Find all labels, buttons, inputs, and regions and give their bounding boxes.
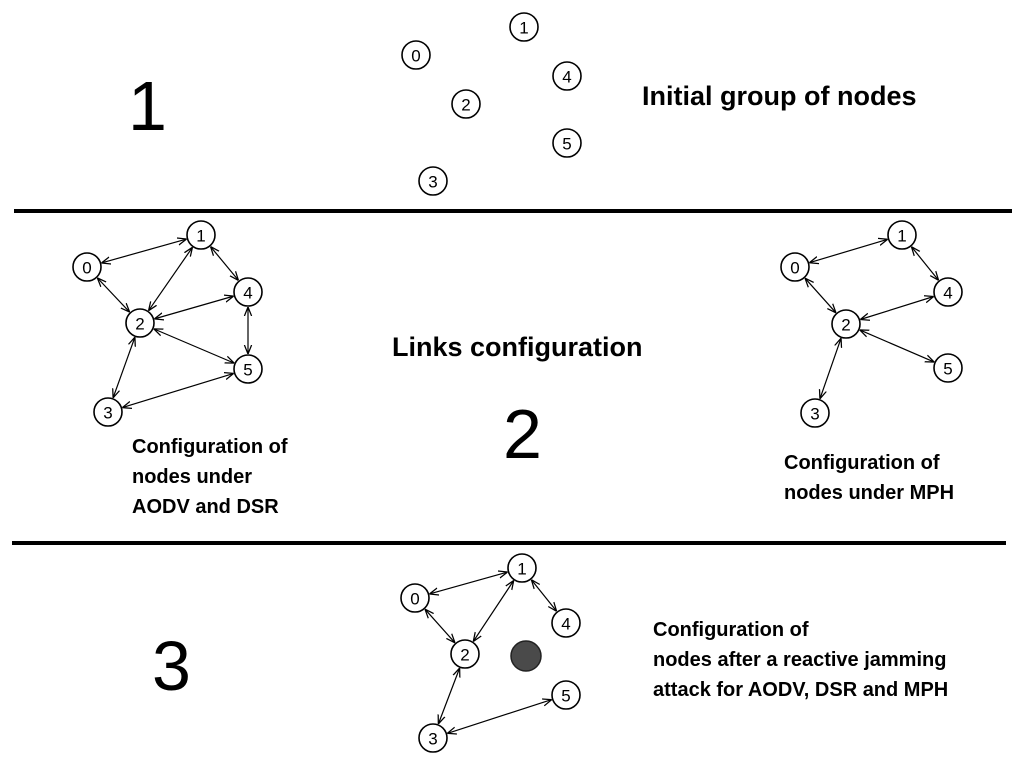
jammed-link-1-4: [531, 580, 556, 612]
jamming-caption-line-1: Configuration of: [653, 619, 809, 641]
mph-node-label-4: 4: [943, 284, 952, 303]
jammed-node-3: [418, 723, 448, 753]
links-configuration-title: Links configuration: [392, 332, 643, 362]
initial-node-label-2: 2: [461, 96, 470, 115]
jamming-caption-line-3: attack for AODV, DSR and MPH: [653, 679, 948, 701]
initial-node-0: [401, 40, 431, 70]
aodv-dsr-node-4: [233, 277, 263, 307]
aodv-dsr-node-label-2: 2: [135, 315, 144, 334]
jammed-node-5: [551, 680, 581, 710]
aodv-dsr-link-2-3: [113, 337, 135, 398]
jammed-link-2-3: [438, 668, 459, 724]
jammed-link-1-0: [429, 572, 507, 594]
mph-link-2-5: [860, 330, 934, 362]
jammed-node-label-3: 3: [428, 730, 437, 749]
aodv-dsr-node-label-0: 0: [82, 259, 91, 278]
mph-node-label-3: 3: [810, 405, 819, 424]
mph-caption-line-1: Configuration of: [784, 452, 940, 474]
initial-node-label-5: 5: [562, 135, 571, 154]
initial-node-label-4: 4: [562, 68, 571, 87]
initial-node-label-0: 0: [411, 47, 420, 66]
aodv-dsr-link-1-4: [211, 247, 239, 281]
aodv-dsr-node-1: [186, 220, 216, 250]
jammed-link-3-5: [447, 700, 551, 734]
mph-links: [805, 239, 939, 399]
initial-node-2: [451, 89, 481, 119]
jammer-node: [510, 640, 542, 672]
aodv-dsr-node-2: [125, 308, 155, 338]
mph-node-label-2: 2: [841, 316, 850, 335]
aodv-dsr-link-1-2: [149, 247, 193, 310]
post-jamming-nodes: 0 1 2 3 4 5: [400, 553, 581, 753]
aodv-dsr-node-label-4: 4: [243, 284, 252, 303]
mph-node-1: [887, 220, 917, 250]
post-jamming-links: [425, 572, 557, 733]
aodv-dsr-link-4-2: [154, 296, 233, 319]
mph-node-4: [933, 277, 963, 307]
jamming-caption-line-2: nodes after a reactive jamming: [653, 649, 946, 671]
mph-node-3: [800, 398, 830, 428]
aodv-dsr-caption-line-1: Configuration of: [132, 436, 288, 458]
jammed-node-label-0: 0: [410, 590, 419, 609]
mph-node-label-5: 5: [943, 360, 952, 379]
initial-node-label-3: 3: [428, 173, 437, 192]
jammed-node-0: [400, 583, 430, 613]
initial-node-3: [418, 166, 448, 196]
initial-group-title: Initial group of nodes: [642, 81, 916, 111]
jammed-link-1-2: [473, 581, 513, 642]
initial-node-1: [509, 12, 539, 42]
jammed-node-label-5: 5: [561, 687, 570, 706]
jammed-link-0-2: [425, 609, 455, 643]
aodv-dsr-node-label-1: 1: [196, 227, 205, 246]
aodv-dsr-node-5: [233, 354, 263, 384]
jammed-node-1: [507, 553, 537, 583]
aodv-dsr-node-3: [93, 397, 123, 427]
aodv-dsr-node-label-3: 3: [103, 404, 112, 423]
mph-node-5: [933, 353, 963, 383]
jammed-node-4: [551, 608, 581, 638]
mph-node-label-1: 1: [897, 227, 906, 246]
aodv-dsr-link-1-0: [101, 239, 186, 263]
mph-link-1-0: [809, 239, 887, 262]
aodv-dsr-node-0: [72, 252, 102, 282]
section-number-2: 2: [503, 395, 542, 473]
initial-node-5: [552, 128, 582, 158]
aodv-dsr-links: [97, 239, 248, 408]
aodv-dsr-link-3-5: [122, 373, 233, 407]
jammed-node-label-1: 1: [517, 560, 526, 579]
aodv-dsr-link-2-5: [154, 329, 234, 363]
aodv-dsr-link-0-2: [97, 278, 129, 312]
jammed-node-label-4: 4: [561, 615, 570, 634]
initial-node-label-1: 1: [519, 19, 528, 38]
section-number-1: 1: [128, 67, 167, 145]
mph-link-0-2: [805, 278, 836, 313]
mph-nodes: 0 1 2 3 4 5: [780, 220, 963, 428]
mph-link-4-2: [860, 296, 933, 319]
initial-nodes-group: 0 1 2 3 4 5: [401, 12, 582, 196]
aodv-dsr-nodes: 0 1 2 3 4 5: [72, 220, 263, 427]
aodv-dsr-caption-line-3: AODV and DSR: [132, 496, 279, 518]
aodv-dsr-caption-line-2: nodes under: [132, 466, 252, 488]
mph-link-1-4: [911, 247, 938, 281]
mph-link-2-3: [820, 338, 841, 399]
jammed-node-label-2: 2: [460, 646, 469, 665]
mph-node-0: [780, 252, 810, 282]
mph-node-2: [831, 309, 861, 339]
mph-node-label-0: 0: [790, 259, 799, 278]
section-number-3: 3: [152, 627, 191, 705]
aodv-dsr-node-label-5: 5: [243, 361, 252, 380]
mph-caption-line-2: nodes under MPH: [784, 482, 954, 504]
initial-node-4: [552, 61, 582, 91]
jammed-node-2: [450, 639, 480, 669]
